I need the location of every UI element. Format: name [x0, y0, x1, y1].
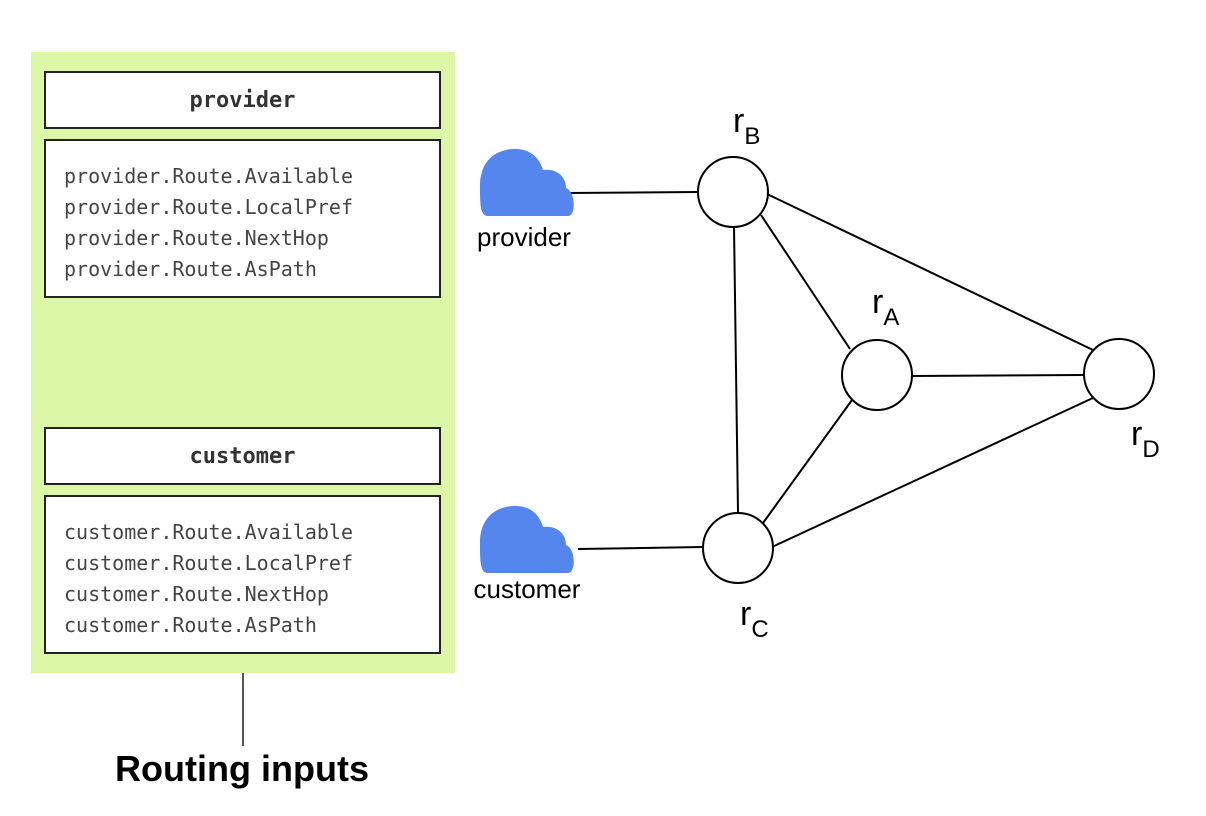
router-rD-node — [1083, 338, 1155, 410]
router-rB-node — [697, 156, 769, 228]
caption-connector-line — [242, 673, 244, 746]
customer-field: customer.Route.NextHop — [64, 582, 329, 606]
routing-inputs-panel: provider provider.Route.Available provid… — [31, 52, 455, 673]
provider-fields-box: provider.Route.Available provider.Route.… — [44, 139, 441, 298]
provider-cloud-label: provider — [477, 222, 571, 252]
router-label-sub: C — [751, 616, 768, 643]
routing-inputs-caption: Routing inputs — [115, 748, 369, 789]
provider-title-box: provider — [44, 71, 441, 129]
edge-provider-rB — [567, 191, 699, 194]
customer-title-box: customer — [44, 427, 441, 485]
router-rC-label: rC — [740, 595, 769, 643]
edge-rA-rD — [910, 374, 1085, 377]
router-rC-node — [702, 512, 774, 584]
customer-title: customer — [189, 443, 296, 469]
router-label-sub: A — [883, 304, 899, 331]
edge-rB-rD — [766, 193, 1094, 351]
router-rA-node — [841, 339, 913, 411]
edge-rA-rC — [762, 399, 853, 524]
router-label-main: r — [740, 595, 751, 633]
provider-field: provider.Route.Available — [64, 164, 353, 188]
router-rD-label: rD — [1131, 415, 1160, 463]
customer-cloud: customer — [474, 505, 581, 604]
customer-fields-box: customer.Route.Available customer.Route.… — [44, 495, 441, 654]
router-label-sub: B — [744, 123, 760, 150]
edge-rB-rA — [760, 214, 851, 350]
provider-field: provider.Route.LocalPref — [64, 195, 353, 219]
router-label-main: r — [872, 283, 883, 321]
provider-cloud: provider — [477, 148, 574, 252]
network-edges — [567, 191, 1096, 550]
edge-customer-rC — [577, 546, 704, 550]
cloud-icon — [480, 505, 574, 573]
customer-field: customer.Route.LocalPref — [64, 551, 353, 575]
router-label-main: r — [733, 102, 744, 140]
router-rA-label: rA — [872, 283, 899, 331]
provider-field: provider.Route.NextHop — [64, 226, 329, 250]
provider-title: provider — [189, 87, 296, 113]
router-rB-label: rB — [733, 102, 760, 150]
cloud-icon — [480, 148, 574, 216]
customer-field: customer.Route.Available — [64, 520, 353, 544]
edge-rB-rC — [733, 225, 739, 513]
customer-field: customer.Route.AsPath — [64, 613, 317, 637]
router-label-main: r — [1131, 415, 1142, 453]
provider-field: provider.Route.AsPath — [64, 257, 317, 281]
router-label-sub: D — [1142, 436, 1159, 463]
edge-rC-rD — [771, 396, 1096, 548]
customer-cloud-label: customer — [474, 574, 581, 604]
